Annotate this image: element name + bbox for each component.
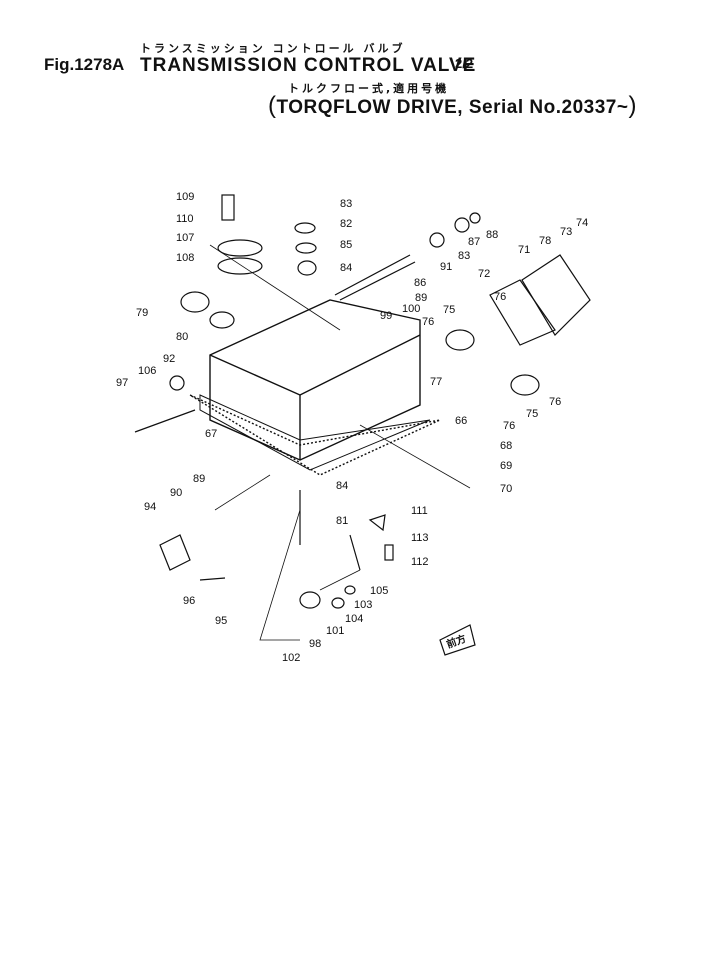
part-label: 68 <box>500 440 512 452</box>
part-label: 104 <box>345 613 363 625</box>
part-label: 92 <box>163 353 175 365</box>
part-label: 102 <box>282 652 300 664</box>
part-label: 76 <box>503 420 515 432</box>
part-label: 94 <box>144 501 156 513</box>
part-label: 113 <box>411 532 429 544</box>
main-housing <box>189 299 441 476</box>
kana-subtitle: トルクフロー式,適用号機 <box>288 82 450 95</box>
diagram-subtitle: (TORQFLOW DRIVE, Serial No.20337~) <box>268 92 637 119</box>
part-label: 87 <box>468 236 480 248</box>
diagram-title: TRANSMISSION CONTROL VALVE <box>140 55 477 76</box>
part-label: 112 <box>411 556 429 568</box>
leader-lines <box>209 244 471 641</box>
part-label: 89 <box>193 473 205 485</box>
figure-number: Fig.1278A <box>44 55 125 74</box>
part-label: 77 <box>430 376 442 388</box>
part-label: 84 <box>336 480 348 492</box>
part-label: 91 <box>440 261 452 273</box>
part-label: 107 <box>176 232 194 244</box>
part-label: 76 <box>549 396 561 408</box>
part-label: 98 <box>309 638 321 650</box>
part-label: 85 <box>340 239 352 251</box>
subtitle-text: TORQFLOW DRIVE, Serial No.20337~ <box>276 97 629 118</box>
part-label: 89 <box>415 292 427 304</box>
part-label: 75 <box>443 304 455 316</box>
part-label: 76 <box>422 316 434 328</box>
part-label: 99 <box>380 310 392 322</box>
page-fraction: 2/2 <box>455 56 474 71</box>
part-label: 97 <box>116 377 128 389</box>
part-label: 106 <box>138 365 156 377</box>
part-label: 73 <box>560 226 572 238</box>
part-label: 101 <box>326 625 344 637</box>
part-label: 105 <box>370 585 388 597</box>
part-label: 103 <box>354 599 372 611</box>
part-label: 88 <box>486 229 498 241</box>
part-label: 76 <box>494 291 506 303</box>
part-label: 96 <box>183 595 195 607</box>
part-label: 78 <box>539 235 551 247</box>
part-label: 82 <box>340 218 352 230</box>
small-parts <box>134 194 591 656</box>
part-label: 72 <box>478 268 490 280</box>
part-label: 110 <box>176 213 194 225</box>
part-label: 80 <box>176 331 188 343</box>
part-label: 100 <box>402 303 420 315</box>
part-label: 95 <box>215 615 227 627</box>
kana-title: トランスミッション コントロール バルブ <box>140 42 406 55</box>
part-label: 84 <box>340 262 352 274</box>
title-block: トランスミッション コントロール バルブ Fig.1278A TRANSMISS… <box>0 0 707 130</box>
part-label: 69 <box>500 460 512 472</box>
part-label: 90 <box>170 487 182 499</box>
part-label: 79 <box>136 307 148 319</box>
part-label: 70 <box>500 483 512 495</box>
part-label: 81 <box>336 515 348 527</box>
part-label: 66 <box>455 415 467 427</box>
part-label: 109 <box>176 191 194 203</box>
part-label: 83 <box>340 198 352 210</box>
part-label: 74 <box>576 217 588 229</box>
part-number-labels: 109 110 107 108 83 82 85 84 86 91 83 87 … <box>116 191 588 664</box>
part-label: 111 <box>411 505 428 517</box>
part-label: 71 <box>518 244 530 256</box>
part-label: 83 <box>458 250 470 262</box>
part-label: 75 <box>526 408 538 420</box>
part-label: 67 <box>205 428 217 440</box>
part-label: 86 <box>414 277 426 289</box>
part-label: 108 <box>176 252 194 264</box>
